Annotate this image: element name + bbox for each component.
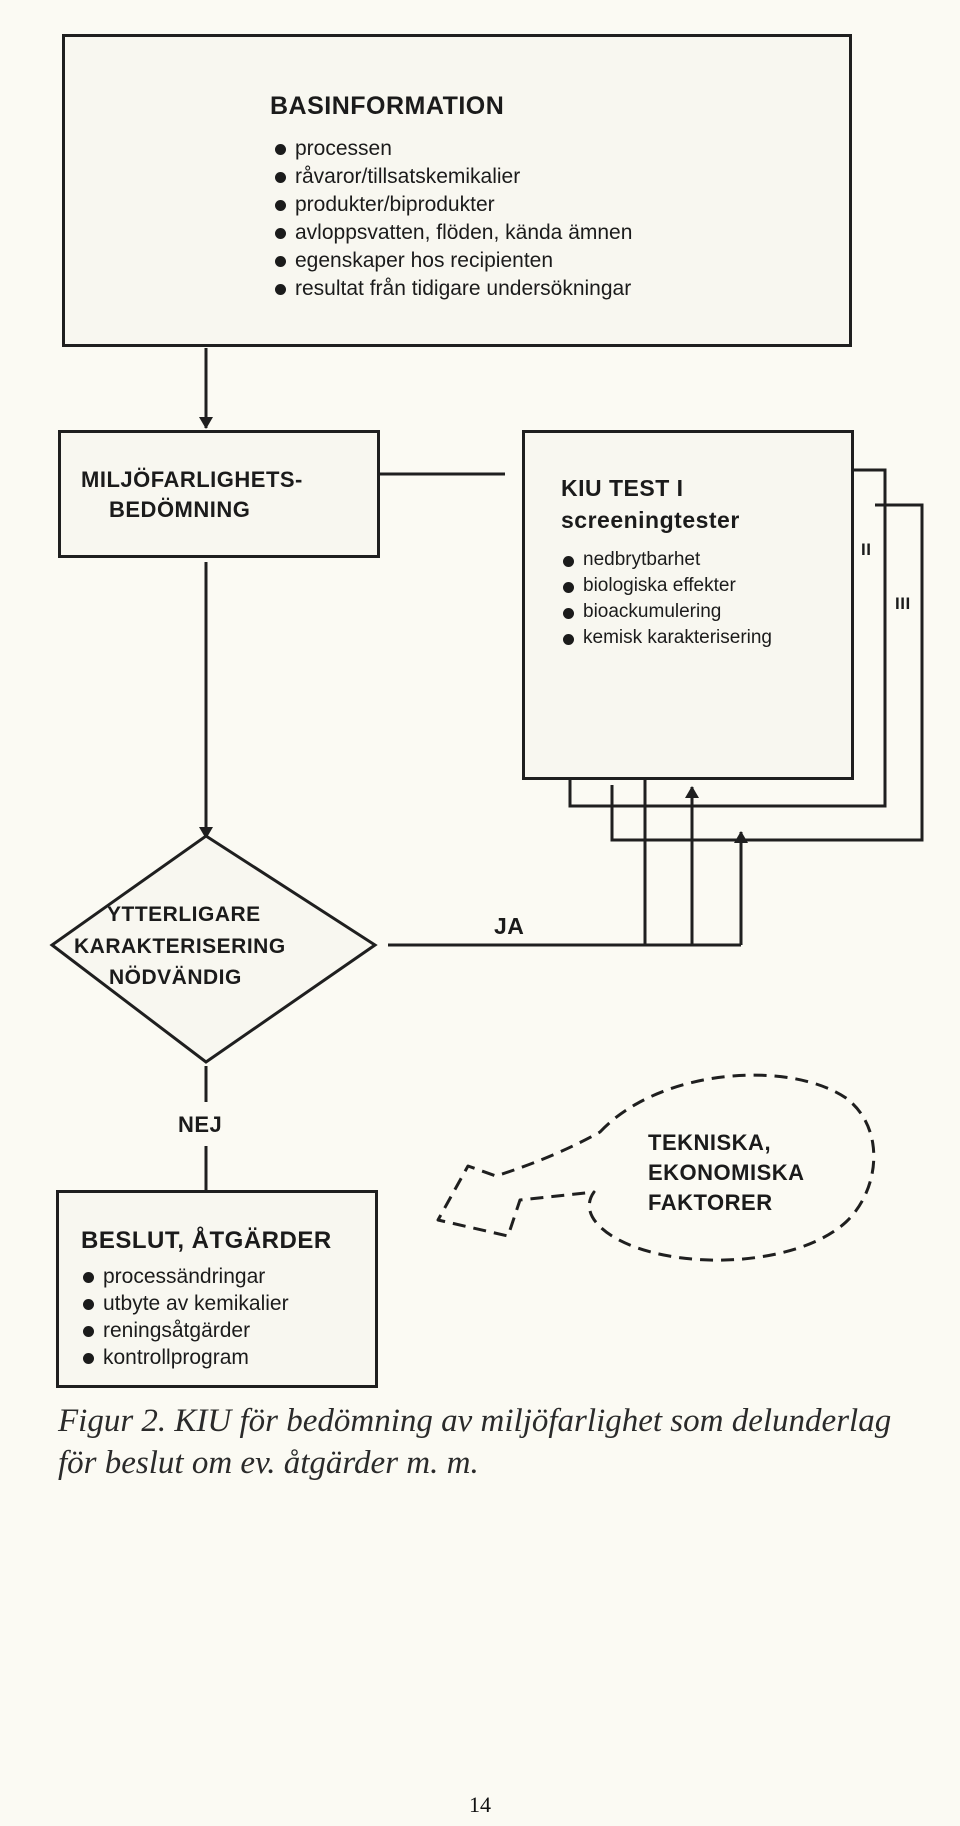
beslut-box: BESLUT, ÅTGÄRDER processändringar utbyte… xyxy=(56,1190,378,1388)
list-item: råvaror/tillsatskemikalier xyxy=(273,163,632,191)
basinformation-box: BASINFORMATION processen råvaror/tillsat… xyxy=(62,34,852,347)
kiu-test-title: KIU TEST I xyxy=(561,475,684,501)
kiu-tier-ii-label: II xyxy=(861,540,872,559)
list-item: processen xyxy=(273,135,632,163)
list-item: egenskaper hos recipienten xyxy=(273,247,632,275)
figure-caption: Figur 2. KIU för bedömning av miljöfarli… xyxy=(58,1400,938,1484)
faktorer-line1: TEKNISKA, xyxy=(648,1130,772,1155)
decision-diamond xyxy=(49,834,378,1064)
beslut-title: BESLUT, ÅTGÄRDER xyxy=(81,1227,332,1254)
faktorer-line2: EKONOMISKA xyxy=(648,1160,805,1185)
page-number: 14 xyxy=(469,1792,491,1817)
decision-line1: YTTERLIGARE xyxy=(107,903,261,926)
miljofarlighet-box: MILJÖFARLIGHETS- BEDÖMNING xyxy=(58,430,380,558)
kiu-test-list: nedbrytbarhet biologiska effekter bioack… xyxy=(561,547,772,651)
basinformation-list: processen råvaror/tillsatskemikalier pro… xyxy=(273,135,632,303)
miljofarlighet-line2: BEDÖMNING xyxy=(109,497,251,522)
list-item: utbyte av kemikalier xyxy=(81,1290,289,1317)
miljofarlighet-line1: MILJÖFARLIGHETS- xyxy=(81,467,303,492)
basinformation-title: BASINFORMATION xyxy=(270,92,505,120)
kiu-tier-iii-label: III xyxy=(895,594,911,613)
list-item: biologiska effekter xyxy=(561,573,772,599)
list-item: kemisk karakterisering xyxy=(561,625,772,651)
decision-line2: KARAKTERISERING xyxy=(74,935,286,958)
decision-line3: NÖDVÄNDIG xyxy=(109,966,242,989)
caption-line1: Figur 2. KIU för bedömning av miljöfarli… xyxy=(58,1403,892,1439)
ja-label: JA xyxy=(494,913,525,939)
list-item: produkter/biprodukter xyxy=(273,191,632,219)
list-item: kontrollprogram xyxy=(81,1344,289,1371)
list-item: reningsåtgärder xyxy=(81,1317,289,1344)
nej-label: NEJ xyxy=(178,1112,223,1137)
kiu-test-subtitle: screeningtester xyxy=(561,507,740,533)
kiu-test-box: KIU TEST I screeningtester nedbrytbarhet… xyxy=(522,430,854,780)
faktorer-line3: FAKTORER xyxy=(648,1190,773,1215)
list-item: resultat från tidigare undersökningar xyxy=(273,275,632,303)
kiu-test-frame-iii xyxy=(610,503,924,842)
list-item: processändringar xyxy=(81,1263,289,1290)
list-item: nedbrytbarhet xyxy=(561,547,772,573)
list-item: bioackumulering xyxy=(561,599,772,625)
kiu-test-frame-ii xyxy=(568,468,887,808)
beslut-list: processändringar utbyte av kemikalier re… xyxy=(81,1263,289,1371)
caption-line2: för beslut om ev. åtgärder m. m. xyxy=(58,1445,479,1481)
list-item: avloppsvatten, flöden, kända ämnen xyxy=(273,219,632,247)
